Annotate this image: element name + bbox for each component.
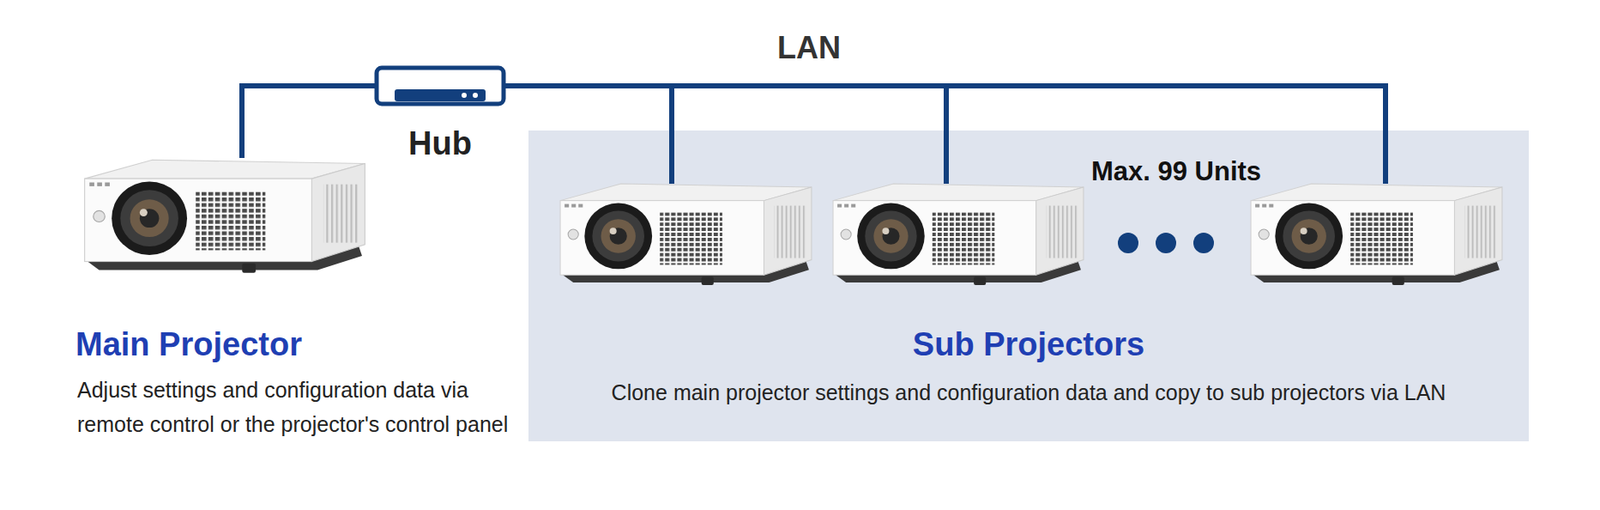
hub-casing	[376, 67, 504, 104]
ellipsis-dots	[1117, 232, 1214, 254]
sub-projector-illustration	[560, 183, 812, 285]
node-description: Adjust settings and configuration data v…	[77, 372, 515, 441]
hub-led	[472, 92, 478, 98]
hub-led	[461, 92, 467, 98]
edge-label: LAN	[723, 29, 895, 67]
ellipsis-dot	[1155, 232, 1177, 254]
sub-projector-illustration	[1250, 183, 1503, 285]
sub-projector-illustration	[833, 183, 1084, 285]
ellipsis-dot	[1117, 232, 1139, 254]
lan-wire	[943, 84, 949, 184]
sub-projectors-band: Sub ProjectorsClone main projector setti…	[528, 130, 1529, 441]
lan-wire	[669, 84, 675, 184]
lan-wire	[1382, 128, 1389, 184]
hub-panel	[394, 89, 486, 102]
hub-label: Hub	[357, 124, 523, 163]
unit-count-note: Max. 99 Units	[1073, 156, 1280, 188]
lan-cable	[241, 85, 375, 158]
ellipsis-dot	[1193, 232, 1214, 254]
node-heading: Main Projector	[75, 325, 514, 363]
node-description: Clone main projector settings and config…	[528, 374, 1529, 410]
node-heading: Sub Projectors	[528, 325, 1529, 363]
hub-device	[376, 67, 504, 104]
main-projector-illustration	[84, 159, 366, 273]
lan-cable	[505, 85, 1386, 131]
